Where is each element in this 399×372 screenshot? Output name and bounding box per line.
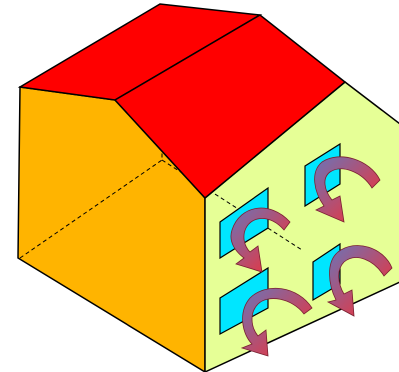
house-ventilation-diagram bbox=[0, 0, 399, 372]
diagram-canvas bbox=[0, 0, 399, 372]
